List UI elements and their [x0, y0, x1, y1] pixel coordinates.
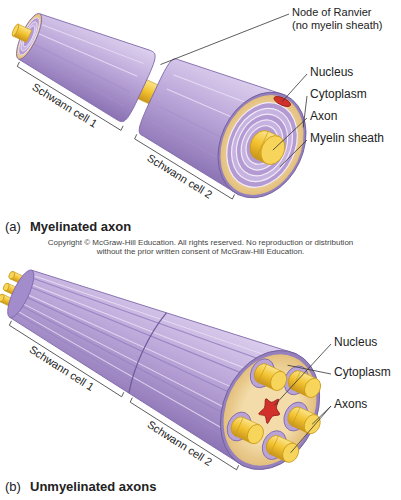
axon-tip [8, 271, 16, 280]
myelinated-axon-illustration [0, 0, 323, 212]
callout-label: Nucleus [310, 66, 353, 80]
unmyelinated-axons-illustration [0, 230, 343, 488]
leader-line [282, 74, 307, 101]
myelin-layer [227, 106, 298, 184]
myelin-layer [220, 99, 304, 192]
axon-tip [301, 412, 323, 436]
axon-tip [268, 369, 290, 393]
cell-membrane-end [201, 78, 322, 213]
callout-label: Cytoplasm [334, 366, 391, 380]
nucleus [257, 394, 286, 426]
nucleus [273, 94, 292, 108]
callout-label: Nucleus [334, 336, 377, 350]
axon-tip [2, 282, 10, 291]
axon-tip [0, 293, 5, 302]
callout-label: Axon [310, 110, 337, 124]
leader-line [274, 344, 331, 405]
callout-label: Axons [334, 398, 367, 412]
schwann-cell-boundary [124, 311, 166, 394]
panel-title: Unmyelinated axons [30, 480, 156, 495]
cytoplasm [206, 339, 334, 481]
leader-line [303, 96, 307, 127]
schwann-cell-bracket [17, 62, 123, 130]
myelin-layer [213, 91, 310, 199]
membrane-fold-line [26, 53, 127, 105]
leader-line [288, 365, 331, 374]
cut-end [3, 267, 39, 321]
schwann-cell-label: Schwann cell 2 [145, 151, 215, 201]
panel-letter: (b) [5, 480, 21, 495]
panel-letter: (a) [5, 220, 21, 235]
schwann-cell-bracket [9, 321, 123, 397]
schwann-cell-label: Schwann cell 1 [30, 81, 100, 131]
schwann-cell-body [0, 238, 296, 467]
membrane-fold-line [42, 18, 143, 71]
callout-label: Node of Ranvier (no myelin sheath) [292, 6, 386, 31]
axon-tip [244, 422, 266, 446]
cytoplasm-ring [205, 81, 320, 208]
schwann-cell-label: Schwann cell 2 [145, 418, 214, 468]
schwann-cell-bracket [135, 134, 235, 199]
leader-line [160, 14, 289, 65]
callout-label: Myelin sheath [310, 132, 384, 146]
cut-end-cytoplasm [12, 11, 47, 63]
membrane-fold-line [38, 31, 137, 79]
leader-line [291, 406, 331, 453]
callout-label: Cytoplasm [310, 88, 367, 102]
leader-line [280, 140, 307, 167]
axon-tip [256, 132, 289, 169]
axon-tip [302, 376, 324, 400]
axon-tip [11, 23, 20, 36]
schwann-cell-bracket [130, 398, 238, 470]
panel-title: Myelinated axon [30, 220, 131, 235]
myelin-layer [233, 113, 290, 177]
schwann-cell-body [13, 1, 159, 124]
copyright-notice: Copyright © McGraw-Hill Education. All r… [40, 238, 361, 256]
cell-membrane-end [202, 334, 339, 486]
schwann-cell-label: Schwann cell 1 [27, 343, 96, 393]
